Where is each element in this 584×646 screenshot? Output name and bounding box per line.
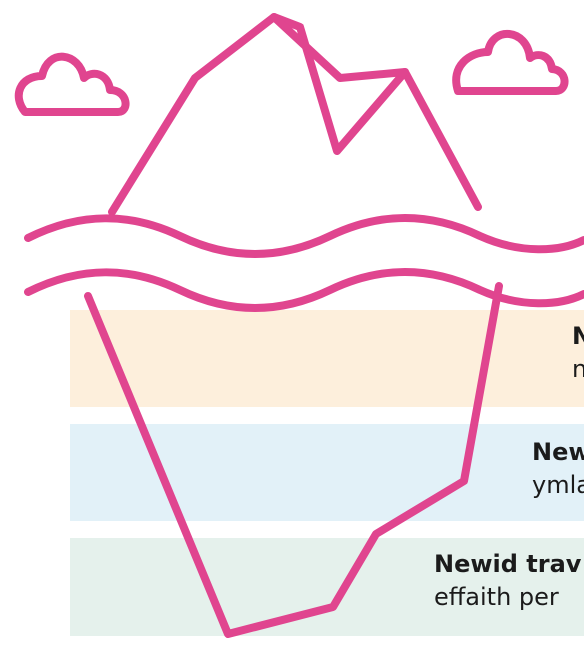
layer-title: New [532, 436, 584, 469]
layer-title: N [572, 320, 584, 353]
wave-icon [28, 272, 584, 308]
layer-description: effaith per [434, 581, 581, 614]
iceberg-facet [274, 17, 405, 78]
cloud-icon [19, 57, 126, 112]
wave-icon [28, 218, 584, 254]
layer-band-2 [70, 424, 584, 521]
layer-description: ymla [532, 469, 584, 502]
cloud-icon [456, 34, 564, 91]
layer-label-2: New ymla [532, 436, 584, 502]
layer-title: Newid trav [434, 548, 581, 581]
layer-band-1 [70, 310, 584, 407]
layer-label-3: Newid trav effaith per [434, 548, 581, 614]
layer-label-1: N n [572, 320, 584, 386]
layer-description: n [572, 353, 584, 386]
iceberg-tip [112, 17, 478, 212]
